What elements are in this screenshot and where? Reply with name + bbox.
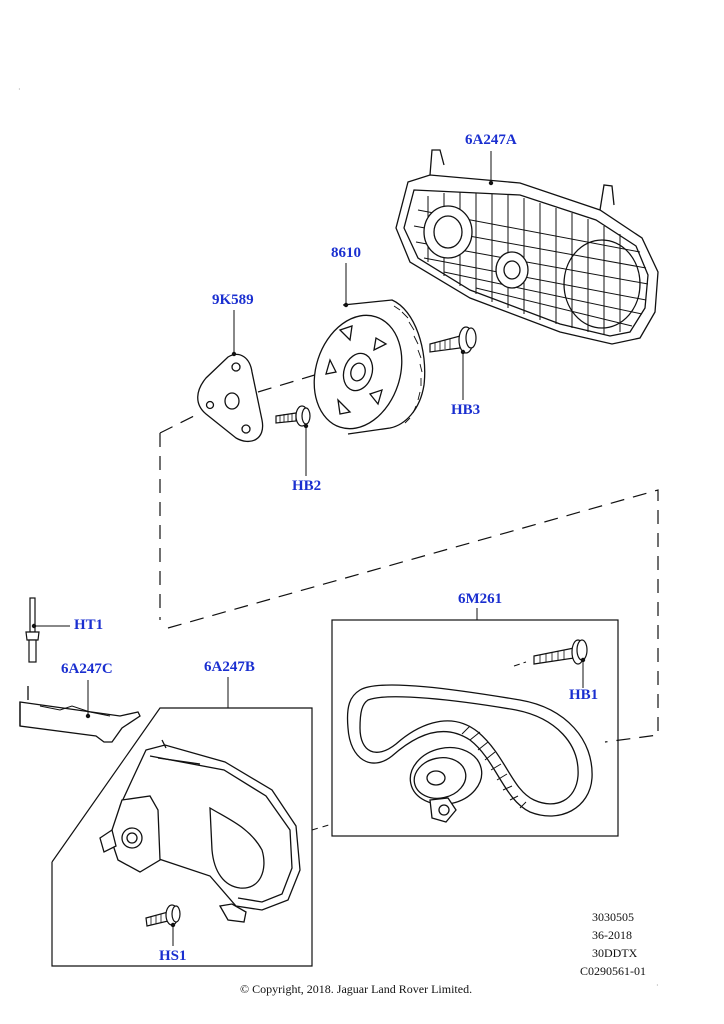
bolt-hb1 (533, 639, 588, 665)
timing-belt (346, 684, 593, 817)
callout-8610: 8610 (331, 245, 361, 261)
bolt-hb3 (429, 326, 477, 354)
callout-6a247b: 6A247B (204, 659, 255, 675)
dashed-guides (159, 373, 659, 743)
leader-dot (231, 351, 237, 357)
callout-6m261: 6M261 (458, 591, 503, 607)
lower-cover-6a247b (99, 739, 301, 923)
leader-dot (488, 180, 494, 186)
corner-mark: · (656, 981, 659, 990)
ref-code-3: 30DDTX (592, 946, 638, 960)
leader-dot (85, 713, 91, 719)
ref-code-2: 36-2018 (592, 928, 632, 942)
leader-dot (343, 302, 349, 308)
callout-ht1: HT1 (74, 617, 104, 633)
leader-dot (170, 922, 176, 928)
ref-code-1: 3030505 (592, 910, 634, 924)
leader-dot (31, 623, 37, 629)
callout-hb1: HB1 (569, 687, 599, 703)
bolt-hs1 (145, 904, 181, 927)
corner-mark: · (18, 85, 21, 94)
callout-hb2: HB2 (292, 478, 322, 494)
copyright-notice: © Copyright, 2018. Jaguar Land Rover Lim… (240, 982, 473, 996)
callout-6a247c: 6A247C (61, 661, 113, 677)
leader-dot (460, 349, 466, 355)
idler-pulley (313, 299, 426, 435)
callout-6a247a: 6A247A (465, 132, 517, 148)
callout-9k589: 9K589 (212, 292, 254, 308)
leader-dot (303, 423, 309, 429)
lower-cover-6a247c (19, 686, 141, 743)
dashed-link (513, 661, 527, 667)
callout-hs1: HS1 (159, 948, 187, 964)
detail-box-6a247b (51, 707, 313, 967)
stud-ht1 (25, 597, 40, 663)
upper-timing-cover (395, 149, 659, 345)
mounting-bracket (197, 353, 264, 443)
dashed-link (311, 823, 333, 831)
callout-hb3: HB3 (451, 402, 481, 418)
detail-box-6m261 (331, 619, 619, 837)
belt-tensioner (409, 746, 483, 823)
bolt-hb2 (275, 405, 311, 427)
leader-dot (580, 657, 586, 663)
ref-code-4: C0290561-01 (580, 964, 646, 978)
